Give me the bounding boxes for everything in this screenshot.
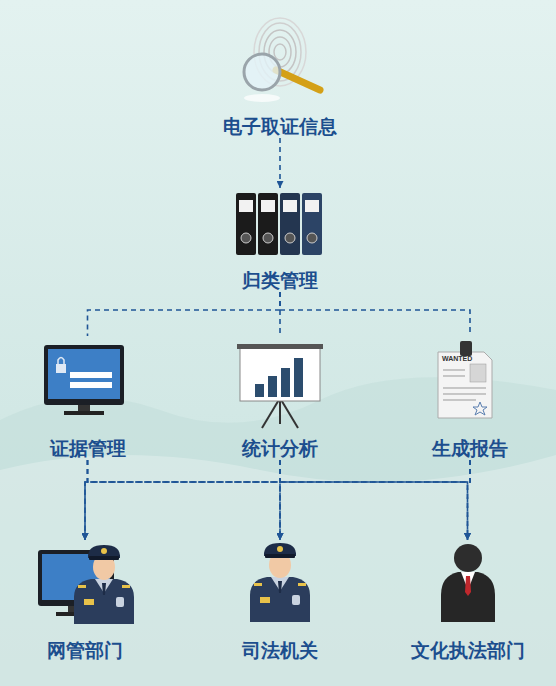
dashed-connector xyxy=(280,292,470,336)
node-label: 电子取证信息 xyxy=(223,114,337,138)
report-icon-part xyxy=(443,376,465,377)
monitor-icon-part xyxy=(44,345,124,405)
chart-easel-icon-part xyxy=(268,376,277,397)
chart-easel-icon-part xyxy=(240,347,320,401)
officer-icon-part xyxy=(441,572,495,622)
fingerprint-icon xyxy=(244,18,320,102)
monitor-icon-part xyxy=(64,411,104,415)
icon-text: WANTED xyxy=(442,355,472,362)
chart-easel-icon-part xyxy=(279,398,281,424)
dashed-connector xyxy=(88,460,468,540)
chart-easel-icon-part xyxy=(280,398,298,428)
dashed-connector xyxy=(279,460,281,540)
icon-node: 电子取证信息 xyxy=(195,18,365,138)
monitor-icon-part xyxy=(56,364,66,373)
icon-node: 网管部门 xyxy=(20,540,150,662)
monitor-police-icon xyxy=(38,545,134,624)
fingerprint-icon-part xyxy=(274,44,286,60)
icon-node: 生成报告 xyxy=(405,336,535,460)
icon-node: 司法机关 xyxy=(215,540,345,662)
dashed-connector xyxy=(85,460,470,540)
monitor-police-icon-part xyxy=(74,545,134,624)
binder-icon xyxy=(236,193,322,255)
dashed-connector xyxy=(85,460,88,540)
report-icon xyxy=(438,341,492,418)
report-icon-part xyxy=(443,400,476,401)
node-label: 证据管理 xyxy=(50,436,126,460)
dashed-connector xyxy=(280,460,470,540)
node-label: 文化执法部门 xyxy=(411,638,525,662)
police-icon xyxy=(250,543,310,622)
binder-icon-part xyxy=(302,193,322,255)
fingerprint-icon-part xyxy=(276,70,320,90)
binder-icon-part xyxy=(283,200,297,212)
police-icon-part xyxy=(250,543,310,622)
binder-icon-part xyxy=(280,193,300,255)
officer-icon-part xyxy=(454,544,482,572)
dashed-connector xyxy=(468,460,471,540)
node-label: 归类管理 xyxy=(242,268,318,292)
binder-icon-part xyxy=(261,200,275,212)
chart-easel-icon-part xyxy=(237,344,323,349)
report-icon-part xyxy=(443,394,486,395)
report-icon-part xyxy=(473,402,487,415)
dashed-connector xyxy=(88,292,281,336)
background-hills xyxy=(0,377,556,686)
chart-easel-icon-part xyxy=(262,398,280,428)
chart-easel-icon-part xyxy=(294,358,303,397)
dashed-connector xyxy=(85,460,280,540)
binder-icon-part xyxy=(241,233,251,243)
fingerprint-icon-part xyxy=(244,94,280,102)
node-label: 生成报告 xyxy=(432,436,508,460)
node-label: 司法机关 xyxy=(242,638,318,662)
binder-icon-part xyxy=(285,233,295,243)
binder-icon-part xyxy=(305,200,319,212)
icon-node: 归类管理 xyxy=(215,188,345,292)
report-icon-part xyxy=(443,370,465,371)
icon-node: 文化执法部门 xyxy=(385,540,550,662)
node-label: 网管部门 xyxy=(47,638,123,662)
node-label: 统计分析 xyxy=(242,436,318,460)
monitor-icon xyxy=(44,345,124,415)
dashed-connector xyxy=(279,138,281,188)
chart-easel-icon xyxy=(237,344,323,428)
binder-icon-part xyxy=(263,233,273,243)
report-icon-part xyxy=(460,341,472,356)
monitor-icon-part xyxy=(70,372,112,378)
officer-icon-part xyxy=(465,576,471,596)
binder-icon-part xyxy=(239,200,253,212)
monitor-icon-part xyxy=(48,349,120,399)
dashed-connector xyxy=(280,460,468,540)
monitor-icon-part xyxy=(70,382,112,388)
report-icon-part xyxy=(438,352,492,418)
icon-node: 统计分析 xyxy=(215,336,345,460)
monitor-icon-part xyxy=(58,358,64,365)
chart-easel-icon-part xyxy=(281,368,290,397)
background-hills-part xyxy=(0,455,556,686)
report-icon-part xyxy=(443,388,486,389)
dashed-connector xyxy=(88,460,281,540)
binder-icon-part xyxy=(258,193,278,255)
report-icon-part xyxy=(470,364,486,382)
dashed-connector xyxy=(279,292,281,336)
icon-node: 证据管理 xyxy=(25,336,150,460)
chart-easel-icon-part xyxy=(255,384,264,397)
monitor-icon-part xyxy=(78,405,90,411)
binder-icon-part xyxy=(236,193,256,255)
background-hills-part xyxy=(0,377,556,686)
binder-icon-part xyxy=(307,233,317,243)
officer-icon xyxy=(441,544,495,622)
fingerprint-icon-part xyxy=(244,54,280,90)
